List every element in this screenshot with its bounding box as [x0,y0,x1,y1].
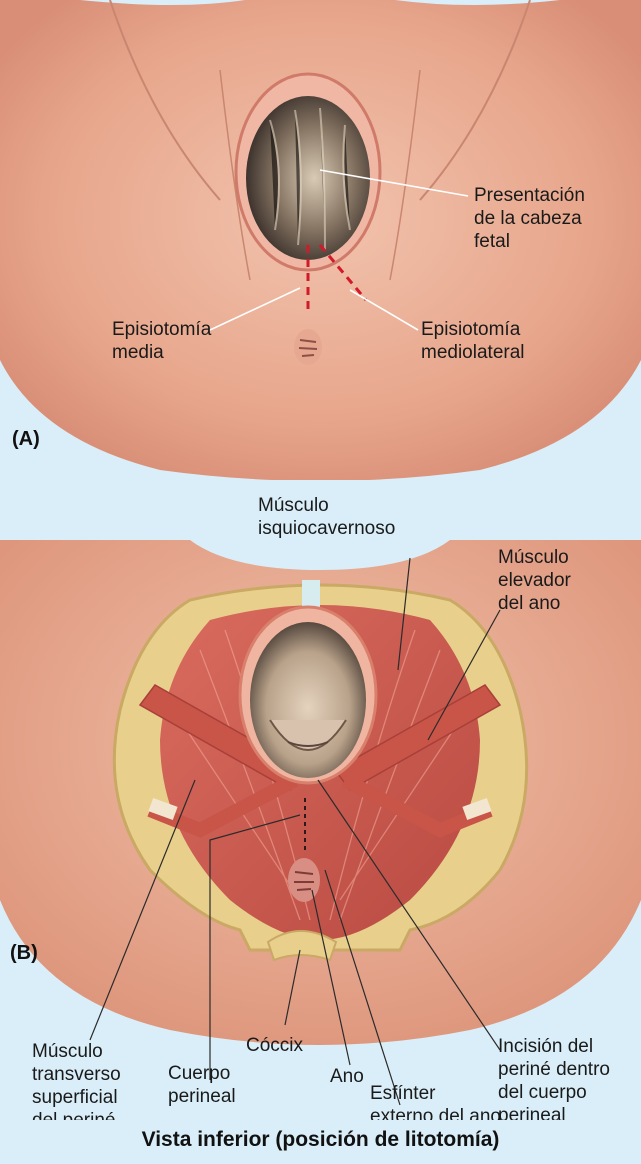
fetal-head [246,96,370,260]
label-superficial-transverse: Músculo transverso superficial del perin… [32,1040,121,1120]
label-mediolateral-episiotomy: Episiotomía mediolateral [421,318,525,364]
label-fetal-head-presentation: Presentación de la cabeza fetal [474,184,585,253]
label-median-episiotomy: Episiotomía media [112,318,211,364]
fetal-head-b [250,622,366,778]
label-perineal-incision: Incisión del periné dentro del cuerpo pe… [498,1035,610,1120]
label-external-sphincter: Esfínter externo del ano [370,1082,501,1120]
label-anus: Ano [330,1065,364,1088]
label-ischiocavernosus: Músculo isquiocavernoso [258,494,395,540]
panel-letter-a: (A) [12,428,40,451]
anus [294,329,322,365]
figure-caption: Vista inferior (posición de litotomía) [0,1128,641,1152]
panel-b-illustration: Músculo isquiocavernoso Músculo elevador… [0,480,641,1120]
panel-a-illustration: Presentación de la cabeza fetal Episioto… [0,0,641,480]
label-perineal-body: Cuerpo perineal [168,1062,236,1108]
panel-letter-b: (B) [10,942,38,965]
anus-b [288,858,320,902]
label-levator-ani: Músculo elevador del ano [498,546,571,615]
label-coccyx: Cóccix [246,1034,303,1057]
